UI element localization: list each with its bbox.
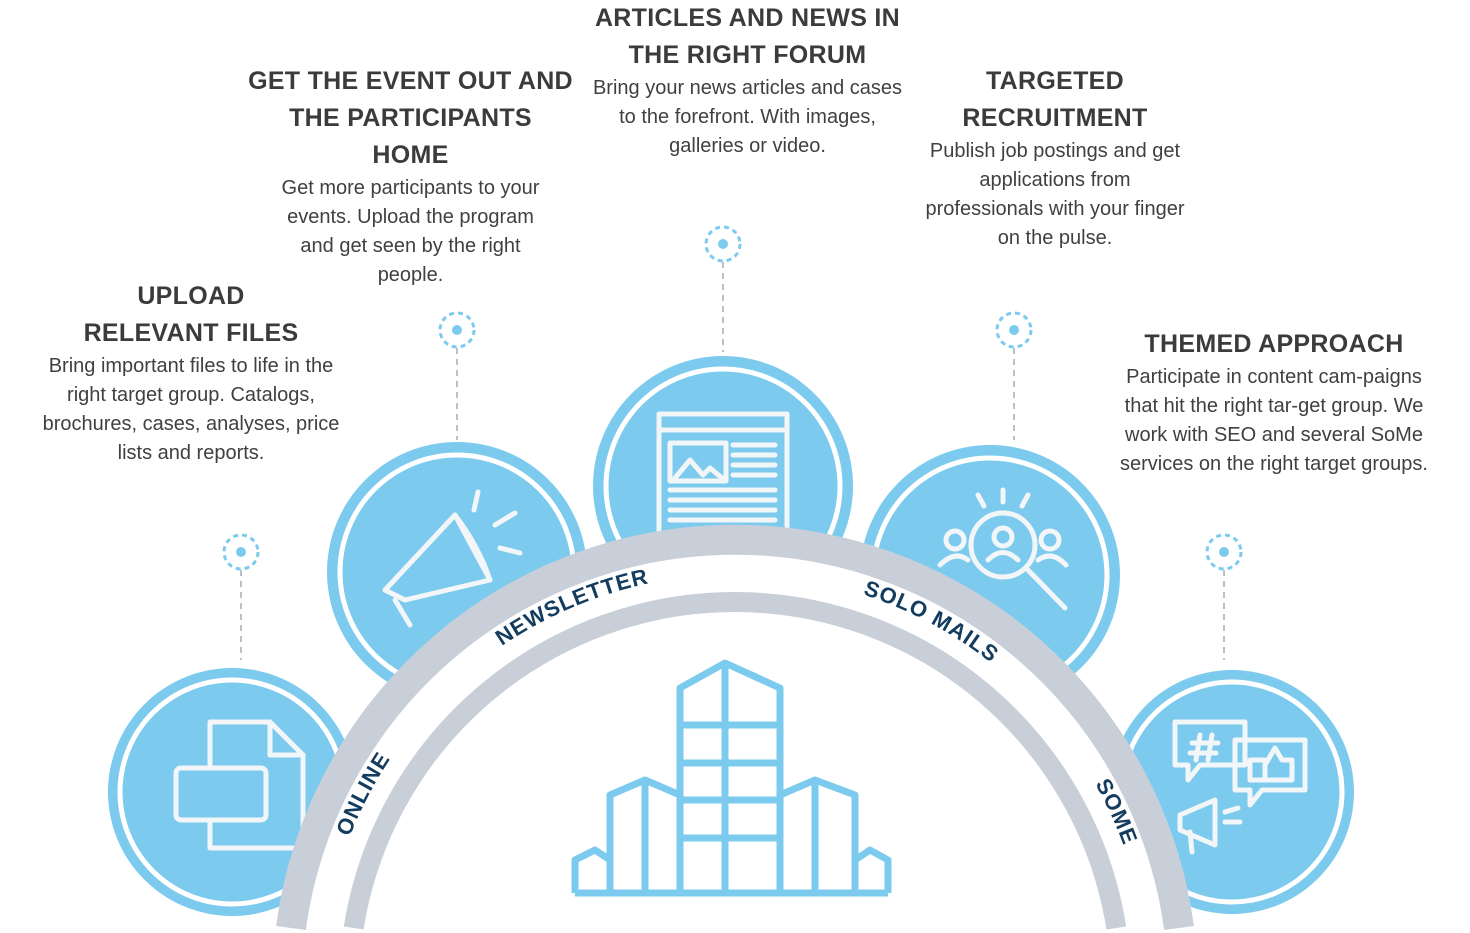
- marker-dot-icon: [222, 533, 260, 571]
- marker-dot-icon: [438, 311, 476, 349]
- building-icon: [571, 659, 892, 897]
- feature-event: GET THE EVENT OUT AND THE PARTICIPANTS H…: [248, 63, 573, 290]
- feature-body: Bring important files to life in the rig…: [42, 355, 340, 464]
- feature-themed: THEMED APPROACH Participate in content c…: [1115, 326, 1433, 479]
- feature-body: Bring your news articles and cases to th…: [592, 77, 903, 157]
- feature-title: TARGETED RECRUITMENT: [962, 67, 1148, 132]
- feature-title: UPLOAD RELEVANT FILES: [83, 282, 299, 347]
- feature-articles: ARTICLES AND NEWS IN THE RIGHT FORUM Bri…: [585, 0, 910, 161]
- feature-body: Participate in content cam-paigns that h…: [1120, 366, 1428, 475]
- arc-outer-band: [276, 524, 1194, 931]
- feature-title: THEMED APPROACH: [1144, 330, 1404, 358]
- pdf-file-icon: [173, 719, 306, 851]
- recruitment-search-icon: [937, 487, 1069, 611]
- feature-recruitment: TARGETED RECRUITMENT Publish job posting…: [920, 63, 1190, 253]
- channel-arc: ONLINE NEWSLETTER SOLO MAILS SOME: [275, 524, 1195, 933]
- megaphone-icon: [382, 489, 523, 628]
- arc-inner-area: [275, 525, 1195, 933]
- feature-upload-files: UPLOAD RELEVANT FILES Bring important fi…: [35, 278, 347, 468]
- feature-body: Publish job postings and get application…: [925, 140, 1185, 249]
- feature-body: Get more participants to your events. Up…: [281, 177, 540, 286]
- news-article-icon: [656, 411, 790, 537]
- feature-title: ARTICLES AND NEWS IN THE RIGHT FORUM: [594, 4, 901, 69]
- marker-dot-icon: [704, 225, 742, 263]
- marker-dot-icon: [995, 311, 1033, 349]
- feature-title: GET THE EVENT OUT AND THE PARTICIPANTS H…: [248, 67, 573, 169]
- social-media-icon: [1172, 719, 1308, 855]
- arc-inner-band: [343, 592, 1127, 930]
- marker-dot-icon: [1205, 533, 1243, 571]
